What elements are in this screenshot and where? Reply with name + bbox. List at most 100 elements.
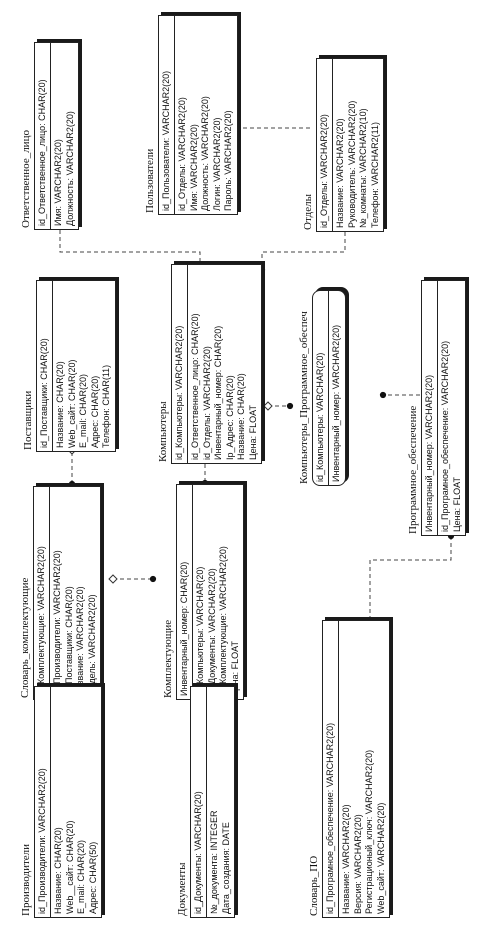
attribute: Адрес: CHAR(50) (87, 841, 98, 914)
entity-slovar-komplektuyushchie: Словарь_комплектующие id_Комплектующие: … (17, 486, 101, 700)
attribute: Телефон: VARCHAR2(11) (369, 121, 380, 228)
attribute: Логин: VARCHAR2(20) (211, 117, 222, 211)
link-slovpo-po (369, 536, 452, 620)
primary-key: id_Програмное_обеспечение: VARCHAR2(20) (323, 621, 339, 917)
attribute: E_mail: CHAR(20) (76, 839, 86, 914)
attribute: Название: VARCHAR2(20) (75, 586, 85, 696)
entity-title: Ответственное_лицо (20, 130, 32, 228)
entity-title: Документы (176, 862, 188, 916)
primary-key: id_Пользователи: VARCHAR2(20) (159, 16, 175, 214)
attribute: id_Отделы: VARCHAR2(20) (201, 346, 212, 460)
attribute: Ip_Адрес: CHAR(20) (224, 375, 235, 460)
entity-title: Производители (20, 843, 32, 916)
entity-body: Инвентарный_номер: VARCHAR2(20) id_Прогр… (421, 280, 466, 536)
entity-dokumenty: Документы id_Документы: VARCHAR(20) №_до… (174, 686, 235, 918)
primary-key: id_Комплектующие: VARCHAR2(20) (34, 487, 50, 699)
attribute-list: №_документа: INTEGER Дата_создания: DATE (207, 687, 234, 917)
entity-kompyutery: Компьютеры id_Компьютеры: VARCHAR2(20) i… (155, 264, 262, 464)
entity-body: id_Документы: VARCHAR(20) №_документа: I… (190, 686, 235, 918)
endpoint-dot (379, 391, 387, 399)
attribute: №_комнаты: VARCHAR2(10) (358, 108, 368, 228)
primary-key: id_Отделы: VARCHAR2(20) (317, 59, 333, 231)
attribute: Модель: VARCHAR2(20) (86, 594, 97, 696)
link-otdely-comp (261, 232, 346, 270)
attribute: Дата_создания: DATE (220, 822, 231, 914)
attribute-list: id_Програмное_обеспечение: VARCHAR2(20) … (438, 281, 465, 535)
primary-key: id_Компьютеры: VARCHAR2(20) (172, 265, 188, 463)
attribute: Цена: FLOAT (451, 477, 462, 532)
attribute-list: Название: VARCHAR2(20) Версия: VARCHAR2(… (339, 621, 389, 917)
endpoint-dot (286, 402, 294, 410)
entity-body: id_Поставщики: CHAR(20) Название: CHAR(2… (36, 280, 116, 452)
attribute: id_Производители: VARCHAR2(20) (52, 550, 62, 696)
entity-polzovateli: Пользователи id_Пользователи: VARCHAR2(2… (142, 15, 238, 215)
attribute: Название: CHAR(20) (55, 361, 65, 448)
attribute: Имя: VARCHAR2(20) (188, 124, 199, 211)
attribute-list: Имя: VARCHAR2(20) Должность: VARCHAR2(20… (51, 43, 78, 229)
attribute-list: Название: VARCHAR2(20) Руководитель: VAR… (333, 59, 383, 231)
entity-title: Программное_обеспечение (407, 405, 419, 534)
entity-kompyutery-po: Компьютеры_Программное_обеспеч id_Компью… (296, 290, 346, 486)
entity-proizvoditeli: Производители id_Производители: VARCHAR2… (18, 686, 102, 918)
entity-body: Инвентарный_номер: CHAR(20) id_Компьютер… (176, 484, 244, 700)
entity-title: Поставщики (22, 390, 34, 450)
attribute-list: id_Отделы: VARCHAR2(20) Имя: VARCHAR2(20… (175, 16, 237, 214)
attribute: Телефон: CHAR(11) (101, 364, 111, 448)
attribute: Руководитель: VARCHAR2(20) (346, 100, 357, 228)
entity-body: id_Ответственное_лицо: CHAR(20) Имя: VAR… (34, 42, 79, 230)
attribute-list: id_Ответственное_лицо: CHAR(20) id_Отдел… (188, 265, 261, 463)
attribute-list: Название: CHAR(20) Web__сайт: CHAR(20) E… (51, 687, 101, 917)
link-otv-comp (59, 230, 201, 270)
attribute: E_mail: CHAR(20) (78, 373, 88, 448)
attribute: Web__сайт: CHAR(20) (64, 820, 75, 914)
primary-key: Инвентарный_номер: CHAR(20) (177, 485, 193, 699)
entity-body: id_Програмное_обеспечение: VARCHAR2(20) … (322, 620, 390, 918)
entity-body: id_Пользователи: VARCHAR2(20) id_Отделы:… (158, 15, 238, 215)
entity-programmnoe-obespechenie: Программное_обеспечение Инвентарный_номе… (405, 280, 466, 536)
attribute: Цена: FLOAT (247, 405, 258, 460)
entity-title: Словарь_комплектующие (19, 577, 31, 698)
attribute-list: Инвентарный_номер: VARCHAR2(20) (329, 291, 345, 485)
attribute-list: id_Компьютеры: VARCHAR(20) id_Документы:… (193, 485, 243, 699)
primary-key: id_Ответственное_лицо: CHAR(20) (35, 43, 51, 229)
primary-key: id_Производители: VARCHAR2(20) (35, 687, 51, 917)
attribute: Адрес: CHAR(20) (89, 375, 100, 448)
attribute: Должность: VARCHAR2(20) (64, 111, 75, 226)
entity-title: Компьютеры_Программное_обеспеч (298, 311, 310, 484)
attribute: Цена: FLOAT (229, 641, 240, 696)
attribute: id_Ответственное_лицо: CHAR(20) (190, 313, 200, 460)
entity-komplektuyushchie: Комплектующие Инвентарный_номер: CHAR(20… (160, 484, 244, 700)
diamond-marker (263, 401, 273, 411)
diamond-marker (108, 574, 118, 584)
endpoint-dot (149, 575, 157, 583)
attribute-list: Название: CHAR(20) Web_сайт: CHAR(20) E_… (53, 281, 115, 451)
attribute: Название: CHAR(20) (53, 827, 63, 914)
attribute: Инвентарный_номер: VARCHAR2(20) (331, 324, 341, 482)
entity-body: id_Компьютеры: VARCHAR(20) Инвентарный_н… (312, 290, 346, 486)
attribute: Имя: VARCHAR2(20) (53, 139, 63, 226)
attribute: id_Отделы: VARCHAR2(20) (177, 97, 187, 211)
entity-body: id_Производители: VARCHAR2(20) Название:… (34, 686, 102, 918)
attribute: id_Компьютеры: VARCHAR(20) (195, 566, 205, 696)
entity-body: id_Комплектующие: VARCHAR2(20) id_Произв… (33, 486, 101, 700)
primary-key: id_Компьютеры: VARCHAR(20) (313, 291, 329, 485)
entity-title: Отделы (302, 194, 314, 230)
primary-key: Инвентарный_номер: VARCHAR2(20) (422, 281, 438, 535)
attribute: id_Програмное_обеспечение: VARCHAR2(20) (440, 340, 450, 532)
primary-key: id_Поставщики: CHAR(20) (37, 281, 53, 451)
attribute-list: id_Производители: VARCHAR2(20) id_Постав… (50, 487, 100, 699)
attribute: Web_сайт: CHAR(20) (66, 359, 77, 448)
attribute: id_Документы: VARCHAR2(20) (206, 568, 217, 696)
attribute: Должность: VARCHAR2(20) (200, 96, 210, 211)
entity-title: Комплектующие (162, 619, 174, 698)
entity-postavshchiki: Поставщики id_Поставщики: CHAR(20) Назва… (20, 280, 116, 452)
attribute: №_документа: INTEGER (209, 810, 219, 914)
attribute: Название: VARCHAR2(20) (341, 804, 351, 914)
attribute: Название: CHAR(20) (236, 373, 246, 460)
attribute: Инвентарный_номер: CHAR(20) (213, 325, 223, 460)
entity-slovar-po: Словарь_ПО id_Програмное_обеспечение: VA… (306, 620, 390, 918)
entity-title: Компьютеры (157, 401, 169, 462)
attribute: Версия: VARCHAR2(20) (352, 814, 363, 914)
entity-body: id_Отделы: VARCHAR2(20) Название: VARCHA… (316, 58, 384, 232)
